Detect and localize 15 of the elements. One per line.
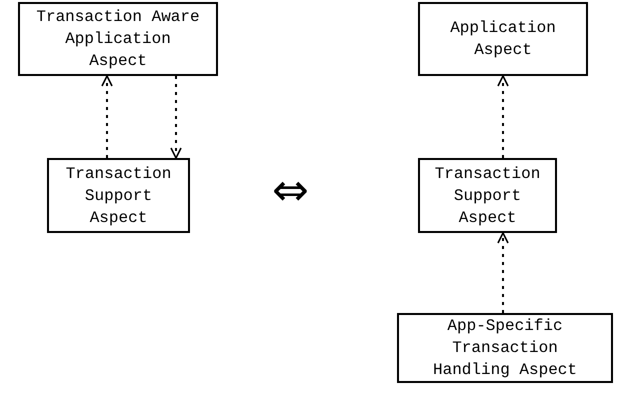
aspect-box	[47, 158, 190, 233]
aspect-label: Transaction Support Aspect	[64, 164, 172, 228]
aspect-box	[18, 2, 218, 76]
aspect-box	[418, 2, 588, 76]
arrow	[101, 75, 113, 158]
aspect-box	[418, 158, 557, 233]
arrow	[170, 76, 182, 159]
aspect-box	[397, 313, 613, 383]
arrow	[497, 232, 509, 313]
arrow	[497, 75, 509, 158]
aspect-label: Transaction Support Aspect	[434, 164, 541, 228]
aspect-label: App-Specific Transaction Handling Aspect	[432, 316, 578, 381]
aspect-label: Application Aspect	[449, 18, 557, 61]
equivalence-symbol: ⇔	[272, 169, 309, 213]
aspect-label: Transaction Aware Application Aspect	[35, 7, 201, 72]
